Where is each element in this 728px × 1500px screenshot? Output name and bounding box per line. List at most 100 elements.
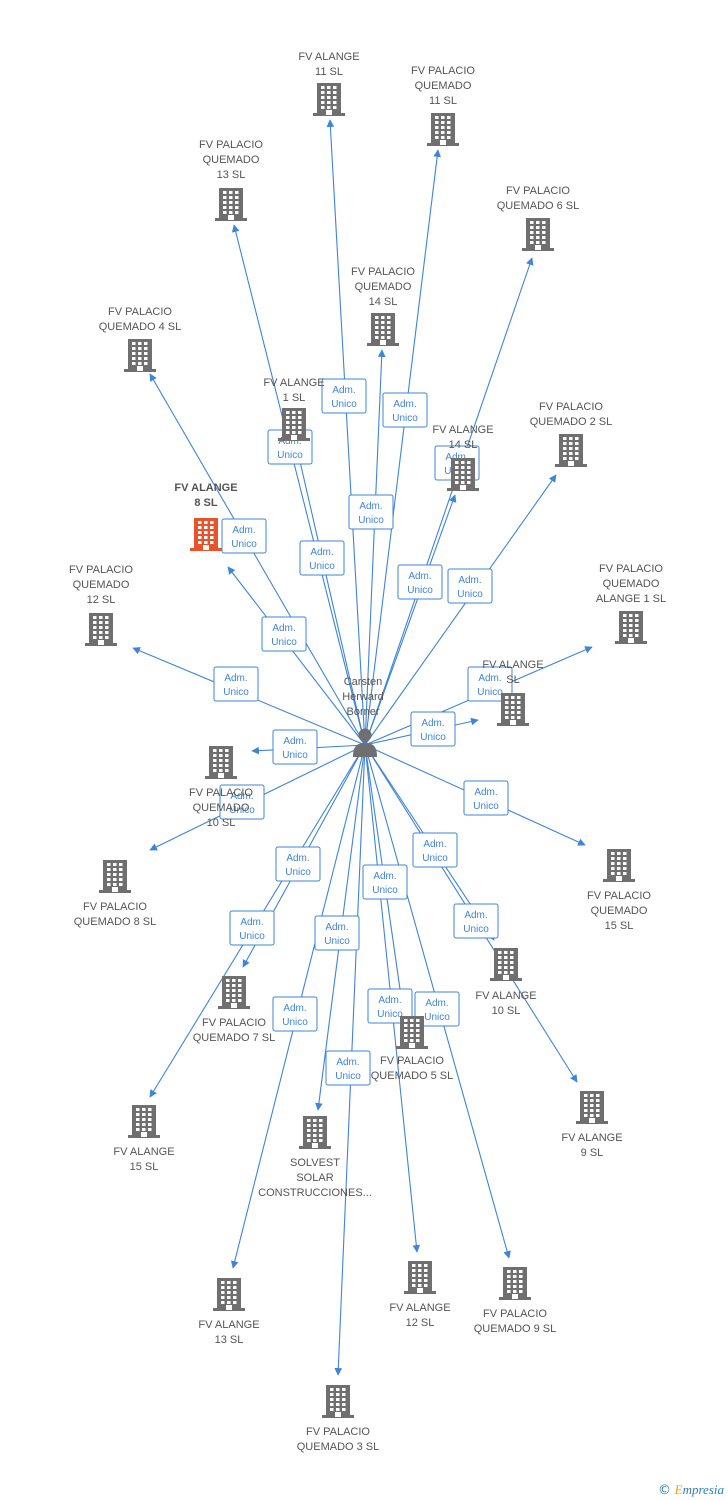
company-label-line: FV ALANGE bbox=[475, 990, 536, 1002]
relation-badge-fv-palacio-quemado-14[interactable]: Adm.Unico bbox=[348, 494, 394, 530]
brand-logo[interactable]: Empresia bbox=[674, 1482, 724, 1497]
relation-badge-fv-alange-11[interactable]: Adm.Unico bbox=[321, 378, 367, 414]
relation-badge-fv-alange-15[interactable]: Adm.Unico bbox=[229, 910, 275, 946]
relation-badge-type: Unico bbox=[420, 732, 446, 743]
relation-badge-fv-alange-10[interactable]: Adm.Unico bbox=[412, 832, 458, 868]
building-icon bbox=[499, 1267, 531, 1300]
relation-badge-solvest-solar[interactable]: Adm.Unico bbox=[314, 915, 360, 951]
person-node[interactable]: Carsten Herward Borner bbox=[342, 676, 384, 757]
relation-badge-fv-alange-13[interactable]: Adm.Unico bbox=[272, 996, 318, 1032]
company-node-solvest-solar[interactable]: SOLVESTSOLARCONSTRUCCIONES... bbox=[258, 1116, 372, 1199]
relation-badge-fv-alange-1[interactable]: Adm.Unico bbox=[299, 540, 345, 576]
company-label-line: SOLAR bbox=[296, 1172, 333, 1184]
relation-badge-type: Unico bbox=[424, 1012, 450, 1023]
relation-badge-role: Adm. bbox=[278, 436, 301, 447]
company-label-line: FV PALACIO bbox=[202, 1017, 266, 1029]
company-label-line: FV PALACIO bbox=[599, 563, 663, 575]
relation-badge-type: Unico bbox=[231, 539, 257, 550]
relation-badge-fv-alange-8[interactable]: Adm.Unico bbox=[221, 518, 267, 554]
relation-badge-fv-palacio-quemado-3[interactable]: Adm.Unico bbox=[325, 1050, 371, 1086]
relation-badge-fv-palacio-quemado-15[interactable]: Adm.Unico bbox=[463, 780, 509, 816]
relation-badge-type: Unico bbox=[223, 687, 249, 698]
company-label-line: 13 SL bbox=[217, 169, 246, 181]
company-label-line: FV PALACIO bbox=[108, 306, 172, 318]
relation-badge-role: Adm. bbox=[408, 571, 431, 582]
relation-badge-fv-palacio-quemado-9[interactable]: Adm.Unico bbox=[414, 991, 460, 1027]
company-label-line: 15 SL bbox=[130, 1161, 159, 1173]
building-icon bbox=[313, 83, 345, 116]
relation-badge-fv-palacio-quemado-12[interactable]: Adm.Unico bbox=[213, 666, 259, 702]
company-label-line: FV PALACIO bbox=[539, 401, 603, 413]
relation-badge-fv-palacio-quemado-4[interactable]: Adm.Unico bbox=[261, 616, 307, 652]
company-label-line: FV PALACIO bbox=[351, 266, 415, 278]
building-icon bbox=[218, 976, 250, 1009]
relation-badge-fv-palacio-quemado-8[interactable]: Adm.Unico bbox=[219, 784, 265, 820]
relation-badge-type: Unico bbox=[229, 805, 255, 816]
company-label-line: 14 SL bbox=[449, 439, 478, 451]
company-label-line: 10 SL bbox=[207, 817, 236, 829]
relation-badge-type: Unico bbox=[422, 853, 448, 864]
edge-fv-palacio-quemado-6 bbox=[364, 257, 534, 746]
relation-badge-fv-alange-12[interactable]: Adm.Unico bbox=[367, 988, 413, 1024]
relation-badge-type: Unico bbox=[282, 750, 308, 761]
relation-badge-role: Adm. bbox=[283, 1003, 306, 1014]
building-icon bbox=[128, 1105, 160, 1138]
relation-badge-role: Adm. bbox=[464, 910, 487, 921]
relation-badge-role: Adm. bbox=[283, 736, 306, 747]
relation-badge-fv-palacio-quemado-7[interactable]: Adm.Unico bbox=[275, 846, 321, 882]
company-node-fv-alange-14[interactable]: FV ALANGE 14 SL bbox=[432, 424, 494, 491]
relation-badge-fv-alange-14[interactable]: Adm.Unico bbox=[397, 564, 443, 600]
building-icon bbox=[278, 408, 310, 441]
relation-badge-fv-alange-9[interactable]: Adm.Unico bbox=[453, 903, 499, 939]
relation-badge-fv-alange-unk[interactable]: Adm.Unico bbox=[410, 711, 456, 747]
relation-badge-fv-palacio-quemado-10[interactable]: Adm. Unico bbox=[272, 729, 318, 765]
relation-badge-type: Unico bbox=[239, 931, 265, 942]
relation-badge-type: Unico bbox=[324, 936, 350, 947]
relation-badge-fv-palacio-quemado-2[interactable]: Adm.Unico bbox=[447, 568, 493, 604]
company-label-line: ALANGE 1 SL bbox=[596, 593, 666, 605]
relation-badge-fv-palacio-quemado-alange-1[interactable]: Adm.Unico bbox=[467, 666, 513, 702]
person-name-line-3: Borner bbox=[346, 706, 379, 718]
company-label-line: FV PALACIO bbox=[483, 1308, 547, 1320]
building-icon bbox=[99, 860, 131, 893]
relation-badge-role: Adm. bbox=[393, 399, 416, 410]
company-label-line: 1 SL bbox=[283, 392, 306, 404]
company-label-line: QUEMADO bbox=[355, 281, 412, 293]
edge-fv-alange-1 bbox=[293, 443, 366, 746]
building-icon bbox=[555, 434, 587, 467]
person-icon bbox=[353, 728, 377, 757]
company-label-line: FV ALANGE bbox=[432, 424, 493, 436]
building-icon bbox=[522, 218, 554, 251]
relation-badge-fv-palacio-quemado-11[interactable]: Adm.Unico bbox=[382, 392, 428, 428]
relation-badge-type: Unico bbox=[473, 801, 499, 812]
company-label-line: QUEMADO bbox=[193, 802, 250, 814]
relation-badge-fv-palacio-quemado-5[interactable]: Adm.Unico bbox=[362, 864, 408, 900]
relation-badge-type: Unico bbox=[477, 687, 503, 698]
company-label-line: QUEMADO 8 SL bbox=[74, 916, 157, 928]
building-icon bbox=[215, 188, 247, 221]
